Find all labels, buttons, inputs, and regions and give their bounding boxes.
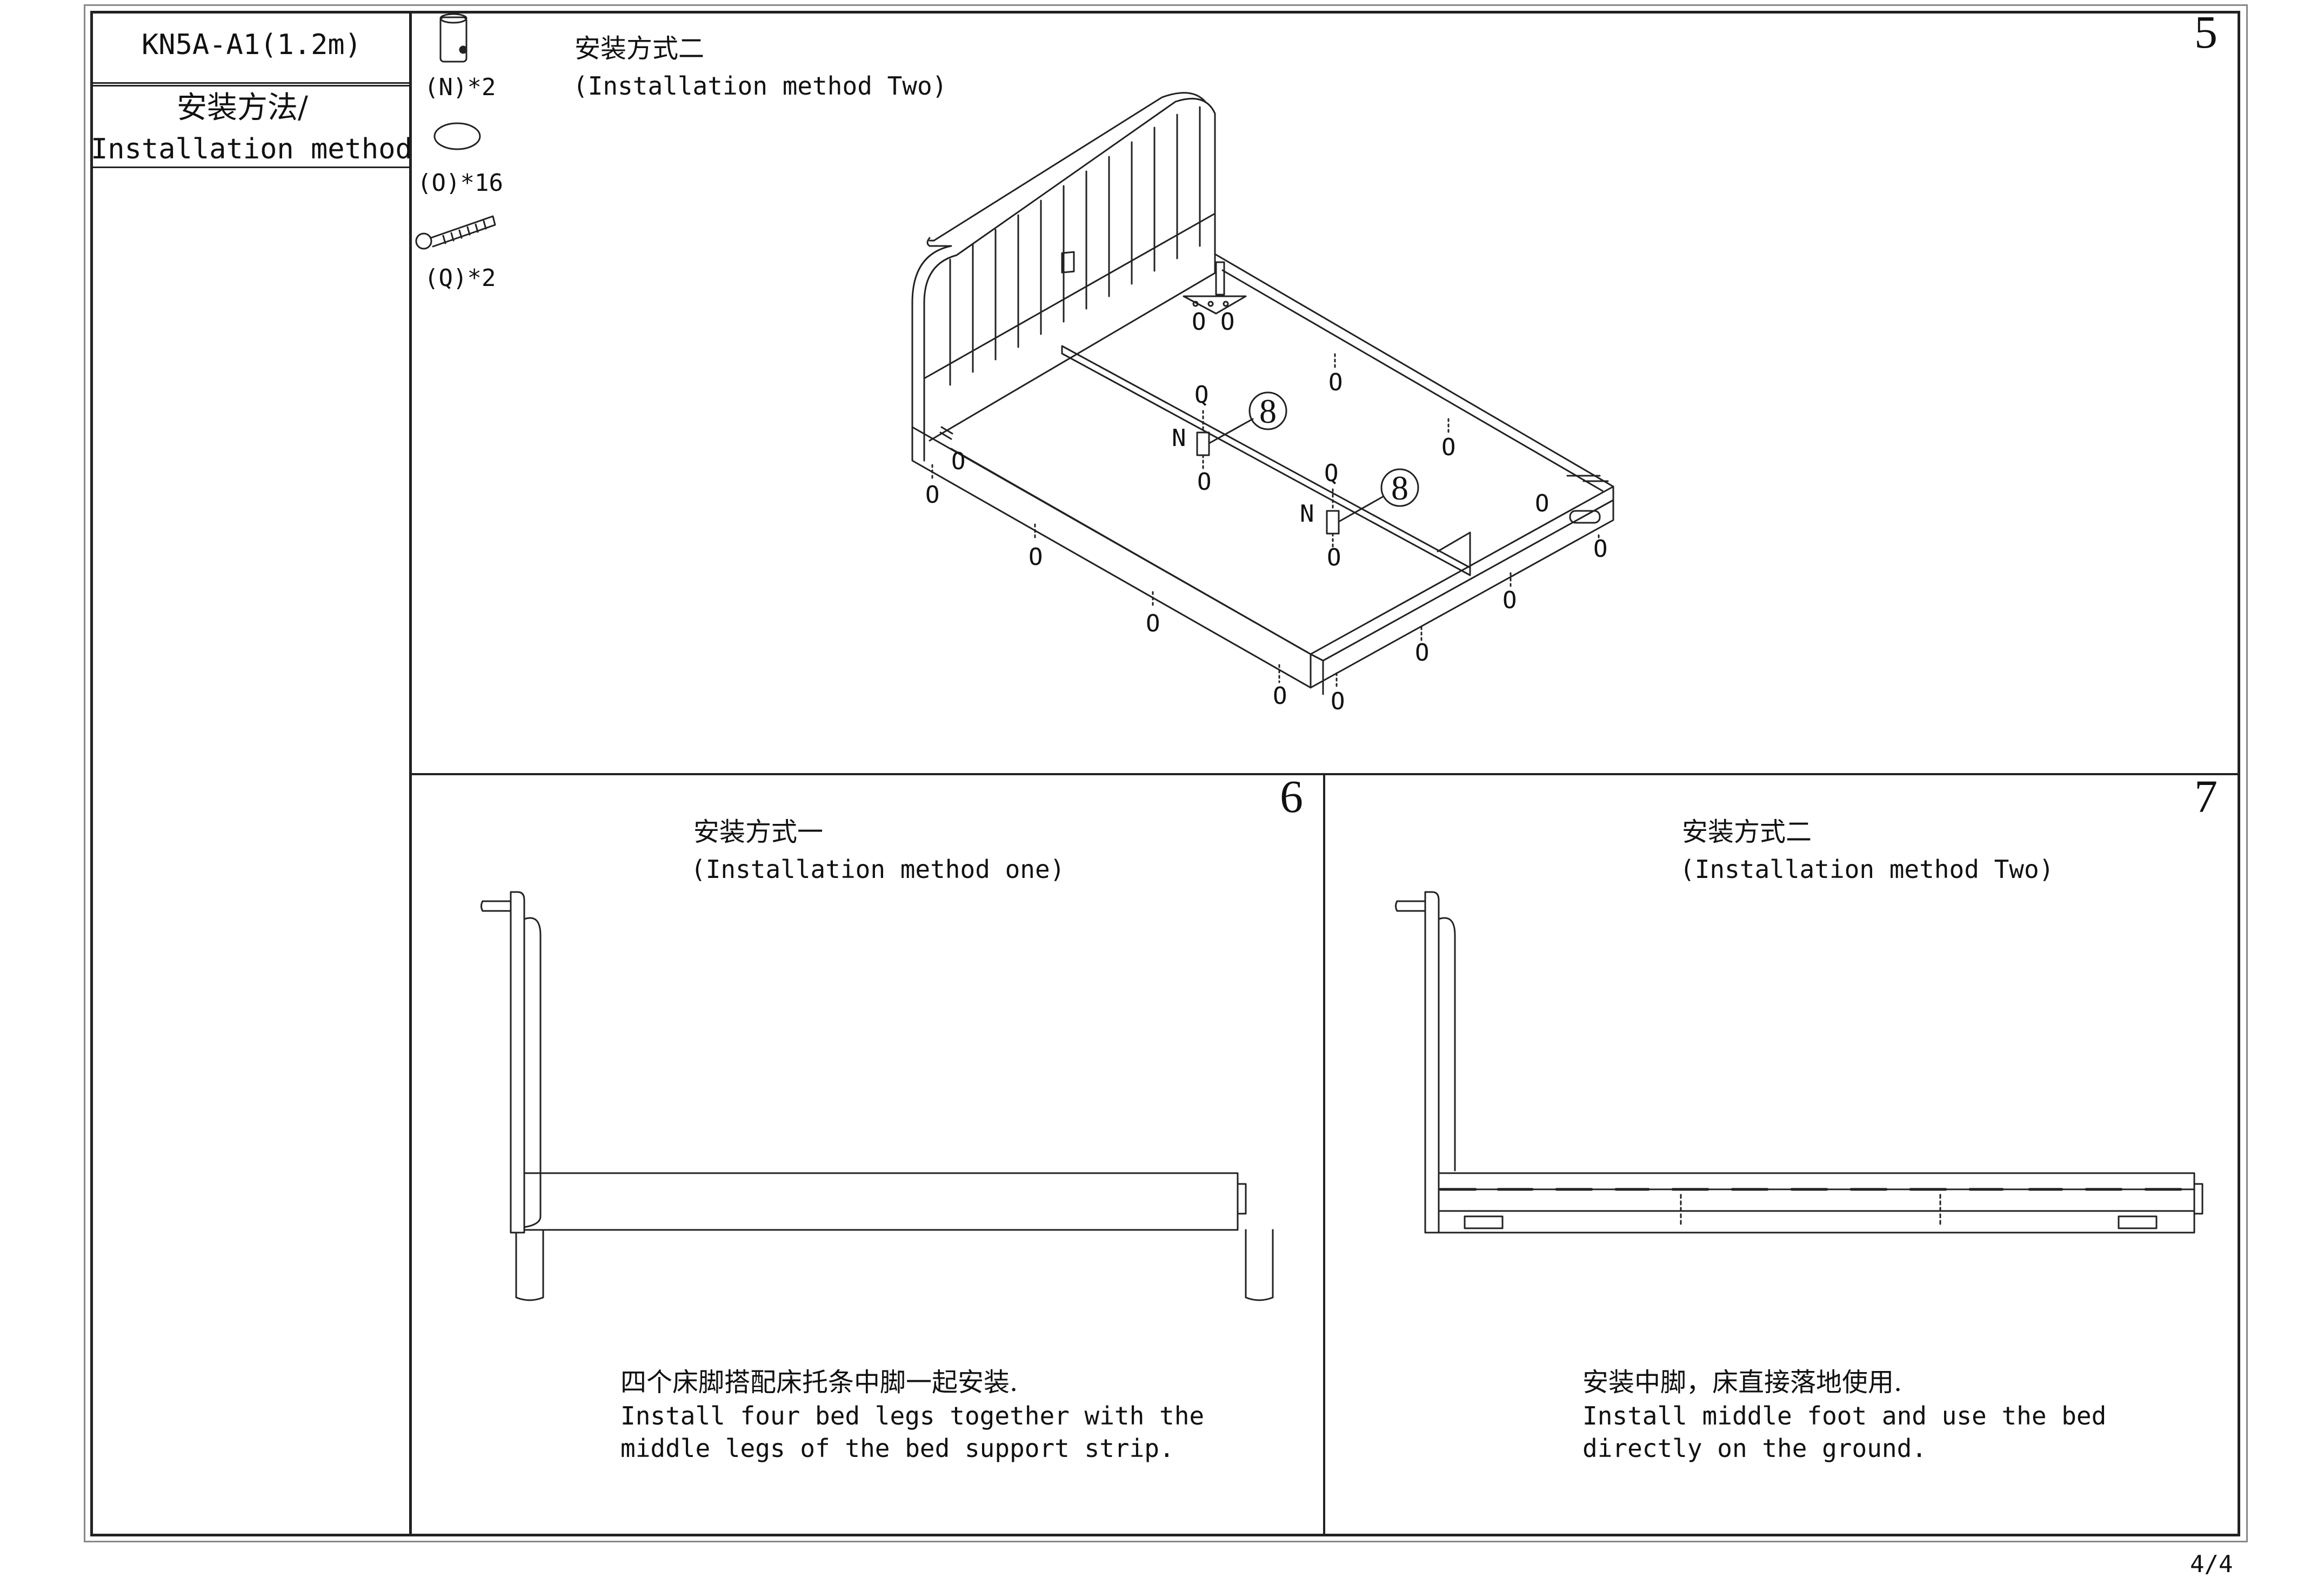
step-7-number: 7 bbox=[2194, 770, 2218, 822]
pad-label: O bbox=[1029, 543, 1043, 571]
part-q-label: (Q)*2 bbox=[424, 264, 496, 292]
pad-label: O bbox=[1593, 535, 1608, 563]
step6-title-en: (Installation method one) bbox=[691, 855, 1065, 884]
callout-number-8b: 8 bbox=[1391, 469, 1408, 507]
step5-part-letters: Q N Q N bbox=[1172, 381, 1339, 528]
step6-caption-en-2: middle legs of the bed support strip. bbox=[620, 1434, 1174, 1463]
step7-title-cn: 安装方式二 bbox=[1682, 817, 1812, 847]
pad-label: O bbox=[1441, 434, 1456, 461]
pad-label: O bbox=[951, 448, 966, 475]
step6-caption-cn: 四个床脚搭配床托条中脚一起安装. bbox=[620, 1367, 1018, 1397]
step6-bed-side-view bbox=[480, 891, 1274, 1301]
step7-caption-en-1: Install middle foot and use the bed bbox=[1582, 1401, 2107, 1430]
step5-title-cn: 安装方式二 bbox=[575, 34, 705, 64]
step5-bed-frame bbox=[911, 92, 1614, 695]
letter-q2: Q bbox=[1324, 460, 1339, 487]
letter-n1: N bbox=[1172, 424, 1186, 452]
step7-caption-cn: 安装中脚，床直接落地使用. bbox=[1582, 1367, 1902, 1397]
part-o-label: (O)*16 bbox=[417, 169, 503, 197]
header-rule-1 bbox=[90, 82, 409, 84]
pad-label: O bbox=[1192, 308, 1206, 336]
step5-title-en: (Installation method Two) bbox=[573, 71, 947, 101]
header-rule-3 bbox=[90, 167, 409, 168]
step-6-number: 6 bbox=[1280, 770, 1303, 822]
callout-circle-8a bbox=[1248, 391, 1287, 430]
step5-pad-labels: O O O O O O O O O O O O O O O O bbox=[925, 308, 1608, 715]
pad-label: O bbox=[1502, 587, 1517, 614]
pad-label: O bbox=[1220, 308, 1235, 336]
step-5-number: 5 bbox=[2194, 6, 2218, 58]
letter-q1: Q bbox=[1194, 381, 1209, 409]
pad-label: O bbox=[925, 481, 940, 509]
installation-method-cn: 安装方法/ bbox=[177, 90, 308, 125]
letter-n2: N bbox=[1300, 500, 1314, 528]
pad-label: O bbox=[1197, 468, 1212, 496]
part-n-label: (N)*2 bbox=[424, 74, 496, 101]
step7-caption-en-2: directly on the ground. bbox=[1582, 1434, 1927, 1463]
step5-dashed-guides bbox=[931, 353, 1600, 690]
page-number: 4/4 bbox=[2190, 1550, 2233, 1578]
step6-caption-en-1: Install four bed legs together with the bbox=[620, 1401, 1205, 1430]
pad-label: O bbox=[1535, 490, 1550, 517]
felt-pad-icon bbox=[433, 122, 481, 150]
step6-title-cn: 安装方式一 bbox=[693, 817, 824, 847]
model-label: KN5A-A1(1.2m) bbox=[142, 29, 362, 61]
bolt-icon bbox=[415, 215, 496, 250]
page-outer-border bbox=[84, 4, 2248, 1542]
callout-circle-8b bbox=[1380, 468, 1419, 507]
pad-label: O bbox=[1415, 639, 1430, 667]
pad-label: O bbox=[1146, 610, 1160, 637]
step7-title-en: (Installation method Two) bbox=[1680, 855, 2054, 884]
step6-step7-divider bbox=[1323, 773, 1325, 1536]
pad-label: O bbox=[1331, 688, 1345, 715]
callout-number-8a: 8 bbox=[1259, 392, 1277, 430]
header-rule-2 bbox=[90, 85, 409, 86]
pad-label: O bbox=[1273, 682, 1287, 710]
cam-lock-nut-icon bbox=[439, 13, 468, 63]
step7-bed-side-view bbox=[1395, 891, 2203, 1234]
pad-label: O bbox=[1327, 544, 1341, 571]
installation-method-en: Installation method bbox=[91, 133, 412, 165]
pad-label: O bbox=[1328, 369, 1343, 396]
